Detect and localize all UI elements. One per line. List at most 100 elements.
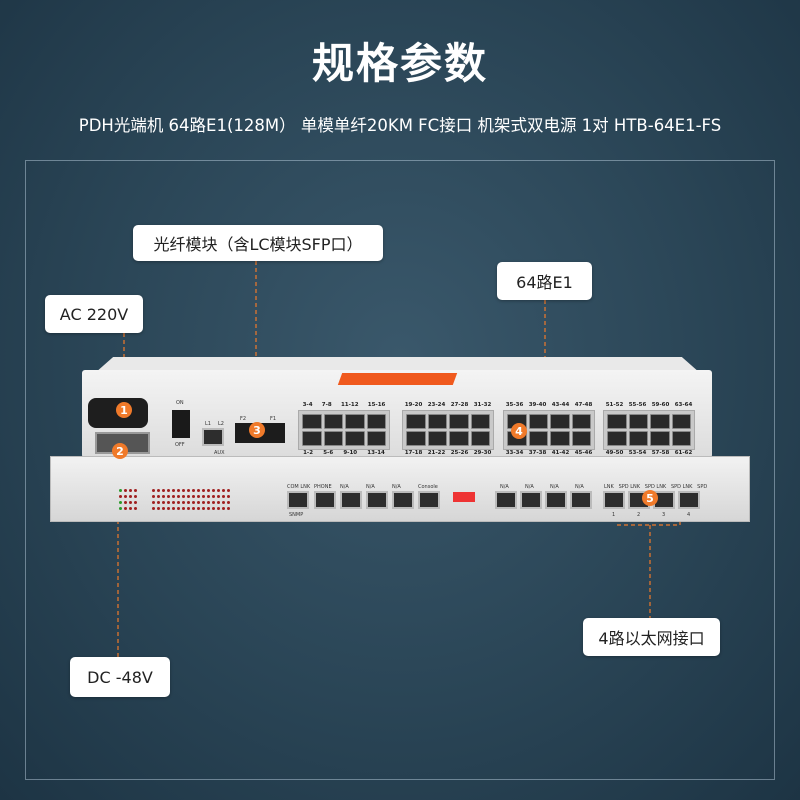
e1-port-label: 59-60 <box>651 402 670 408</box>
front-port[interactable] <box>366 491 388 509</box>
e1-port-group <box>603 410 695 450</box>
na-port[interactable] <box>570 491 592 509</box>
e1-port[interactable] <box>607 414 627 429</box>
e1-port-label: 45-46 <box>574 450 593 456</box>
e1-port[interactable] <box>366 414 386 429</box>
status-led <box>124 507 127 510</box>
power-switch[interactable] <box>172 410 190 438</box>
ethernet-port[interactable] <box>603 491 625 509</box>
e1-port[interactable] <box>427 414 447 429</box>
e1-port[interactable] <box>449 431 469 446</box>
status-led <box>182 495 185 498</box>
e1-port[interactable] <box>406 431 426 446</box>
front-panel <box>50 456 750 522</box>
e1-port[interactable] <box>550 414 570 429</box>
status-led <box>227 489 230 492</box>
e1-port[interactable] <box>650 414 670 429</box>
e1-port[interactable] <box>345 414 365 429</box>
product-subtitle: PDH光端机 64路E1(128M） 单模单纤20KM FC接口 机架式双电源 … <box>78 116 722 135</box>
e1-port-label: 47-48 <box>574 402 593 408</box>
na-port[interactable] <box>545 491 567 509</box>
e1-port-label: 31-32 <box>473 402 492 408</box>
e1-port[interactable] <box>528 414 548 429</box>
aux-port[interactable] <box>202 428 224 446</box>
status-led <box>192 501 195 504</box>
callout-ac: AC 220V <box>45 295 143 333</box>
status-led <box>217 495 220 498</box>
e1-port-label: 55-56 <box>628 402 647 408</box>
status-led <box>222 489 225 492</box>
status-led <box>134 507 137 510</box>
dip-switch[interactable] <box>453 492 475 502</box>
e1-port-label: 41-42 <box>551 450 570 456</box>
e1-port[interactable] <box>470 414 490 429</box>
e1-port[interactable] <box>571 431 591 446</box>
status-led <box>152 501 155 504</box>
status-led <box>172 495 175 498</box>
e1-port-label: 17-18 <box>404 450 423 456</box>
e1-port-label: 9-10 <box>343 450 358 456</box>
status-led <box>212 507 215 510</box>
e1-port-label: 53-54 <box>628 450 647 456</box>
ethernet-port-number: 3 <box>662 512 666 518</box>
ethernet-port-number: 2 <box>637 512 641 518</box>
status-led <box>157 489 160 492</box>
brand-logo <box>337 373 458 385</box>
callout-e1: 64路E1 <box>497 262 592 300</box>
e1-port[interactable] <box>323 431 343 446</box>
status-led <box>119 507 122 510</box>
e1-port[interactable] <box>628 414 648 429</box>
status-led <box>192 489 195 492</box>
e1-port[interactable] <box>302 414 322 429</box>
status-led <box>134 501 137 504</box>
ethernet-port-number: 1 <box>612 512 616 518</box>
e1-port[interactable] <box>650 431 670 446</box>
front-port[interactable] <box>418 491 440 509</box>
e1-port-group <box>503 410 595 450</box>
e1-port[interactable] <box>671 414 691 429</box>
na-port-label: N/A <box>500 484 509 490</box>
e1-port-label: 39-40 <box>528 402 547 408</box>
e1-port[interactable] <box>571 414 591 429</box>
status-led <box>162 489 165 492</box>
e1-port[interactable] <box>366 431 386 446</box>
e1-port-label: 43-44 <box>551 402 570 408</box>
number-badge: 4 <box>511 423 527 439</box>
e1-port-label: 23-24 <box>427 402 446 408</box>
na-port[interactable] <box>495 491 517 509</box>
status-led <box>197 495 200 498</box>
e1-port[interactable] <box>449 414 469 429</box>
e1-port[interactable] <box>345 431 365 446</box>
front-port-label: N/A <box>340 484 349 490</box>
e1-port[interactable] <box>427 431 447 446</box>
front-port[interactable] <box>340 491 362 509</box>
status-led <box>162 501 165 504</box>
status-led <box>222 501 225 504</box>
front-port[interactable] <box>314 491 336 509</box>
na-port[interactable] <box>520 491 542 509</box>
e1-port[interactable] <box>528 431 548 446</box>
status-led <box>217 489 220 492</box>
front-port[interactable] <box>392 491 414 509</box>
front-port-label: COM LNK <box>287 484 311 490</box>
ethernet-port[interactable] <box>678 491 700 509</box>
e1-port[interactable] <box>302 431 322 446</box>
e1-port[interactable] <box>550 431 570 446</box>
f2-label: F2 <box>240 416 247 422</box>
e1-port[interactable] <box>607 431 627 446</box>
front-port[interactable] <box>287 491 309 509</box>
number-badge: 1 <box>116 402 132 418</box>
e1-port[interactable] <box>671 431 691 446</box>
switch-off-label: OFF <box>175 442 185 448</box>
status-led <box>134 489 137 492</box>
e1-port[interactable] <box>470 431 490 446</box>
e1-port[interactable] <box>628 431 648 446</box>
status-led <box>152 495 155 498</box>
e1-port[interactable] <box>406 414 426 429</box>
e1-port[interactable] <box>323 414 343 429</box>
